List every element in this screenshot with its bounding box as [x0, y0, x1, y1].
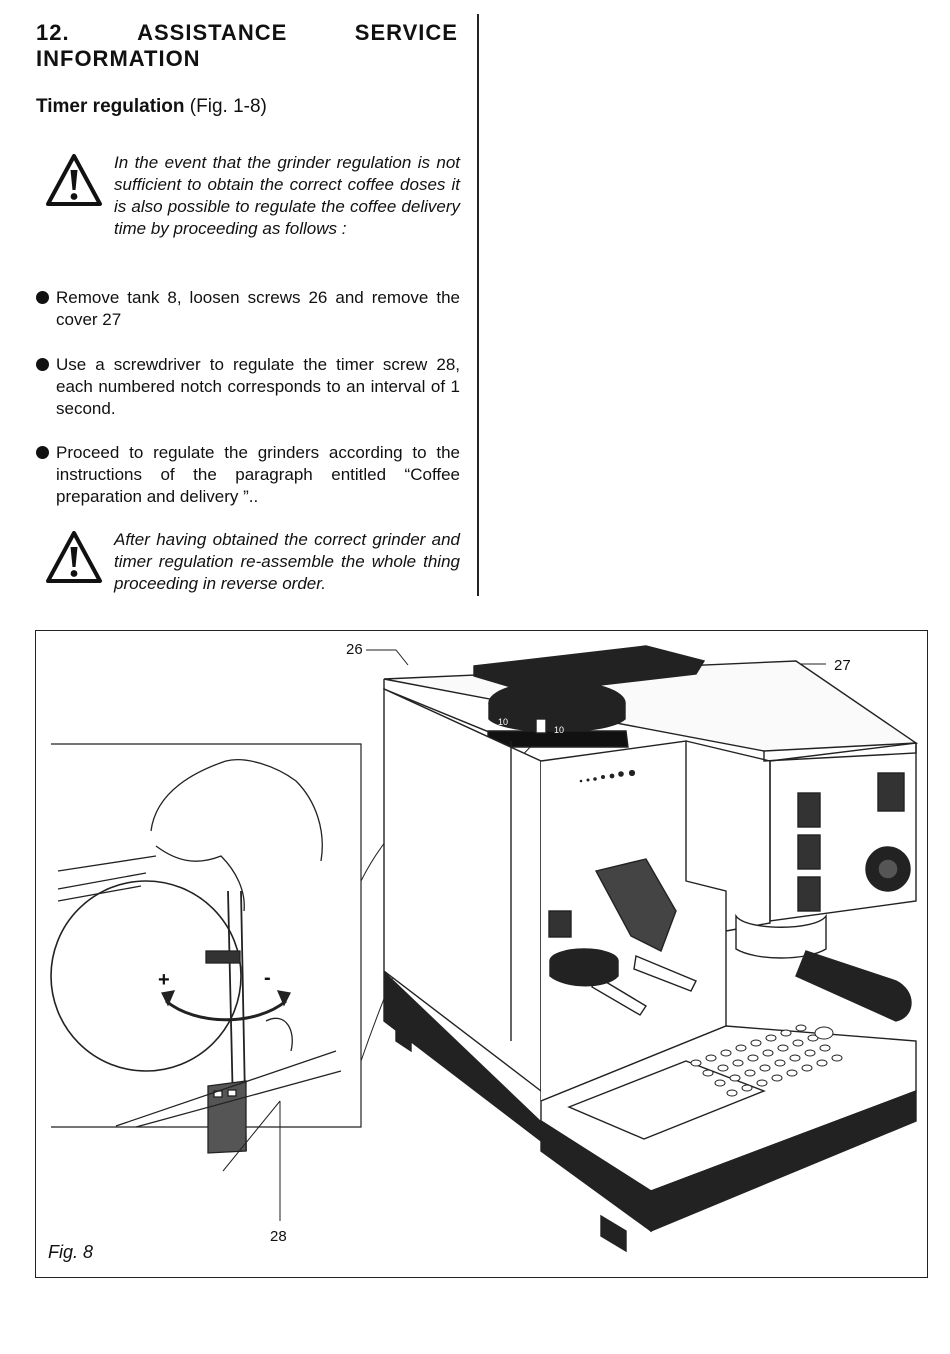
- section-heading: 12. ASSISTANCE SERVICE INFORMATION: [36, 20, 458, 72]
- warning-triangle-icon: [46, 531, 102, 583]
- minus-sign: -: [264, 967, 271, 989]
- bullet-item: Proceed to regulate the grinders accordi…: [36, 442, 460, 508]
- bullet-dot-icon: [36, 446, 49, 459]
- callout-26: 26: [346, 641, 363, 658]
- callout-line-28: [222, 1100, 281, 1221]
- subsection-ref: (Fig. 1-8): [189, 96, 267, 117]
- bullet-text: Remove tank 8, loosen screws 26 and remo…: [56, 288, 460, 329]
- bullet-text: Use a screwdriver to regulate the timer …: [56, 355, 460, 418]
- callout-27: 27: [834, 657, 851, 674]
- section-title-line2: INFORMATION: [36, 46, 201, 71]
- subsection-heading: Timer regulation (Fig. 1-8): [36, 96, 267, 118]
- bullet-text: Proceed to regulate the grinders accordi…: [56, 443, 460, 506]
- section-title-word1: ASSISTANCE: [137, 20, 288, 45]
- dial-mark-2: 10: [554, 725, 565, 735]
- figure-caption: Fig. 8: [48, 1242, 94, 1262]
- column-divider: [477, 14, 479, 596]
- section-number: 12.: [36, 20, 70, 45]
- bullet-item: Remove tank 8, loosen screws 26 and remo…: [36, 287, 460, 331]
- espresso-machine: [383, 645, 919, 1253]
- figure-8: 26 27 28 + - 10 10 Fig. 8: [35, 630, 928, 1278]
- warning-note-1: In the event that the grinder regulation…: [36, 152, 460, 240]
- inset-frame: [51, 743, 362, 1128]
- bullet-item: Use a screwdriver to regulate the timer …: [36, 354, 460, 420]
- bullet-dot-icon: [36, 291, 49, 304]
- bullet-dot-icon: [36, 358, 49, 371]
- section-title-word2: SERVICE: [354, 20, 458, 45]
- inset-detail: [50, 759, 342, 1154]
- warning-text-2: After having obtained the correct grinde…: [114, 530, 460, 593]
- warning-text-1: In the event that the grinder regulation…: [114, 153, 460, 238]
- machine-illustration: [50, 645, 919, 1253]
- warning-triangle-icon: [46, 154, 102, 206]
- subsection-title: Timer regulation: [36, 96, 185, 117]
- callout-line-26: [366, 649, 409, 666]
- dial-mark-1: 10: [498, 717, 509, 727]
- callout-28: 28: [270, 1228, 287, 1245]
- warning-note-2: After having obtained the correct grinde…: [36, 529, 460, 595]
- plus-sign: +: [158, 969, 170, 991]
